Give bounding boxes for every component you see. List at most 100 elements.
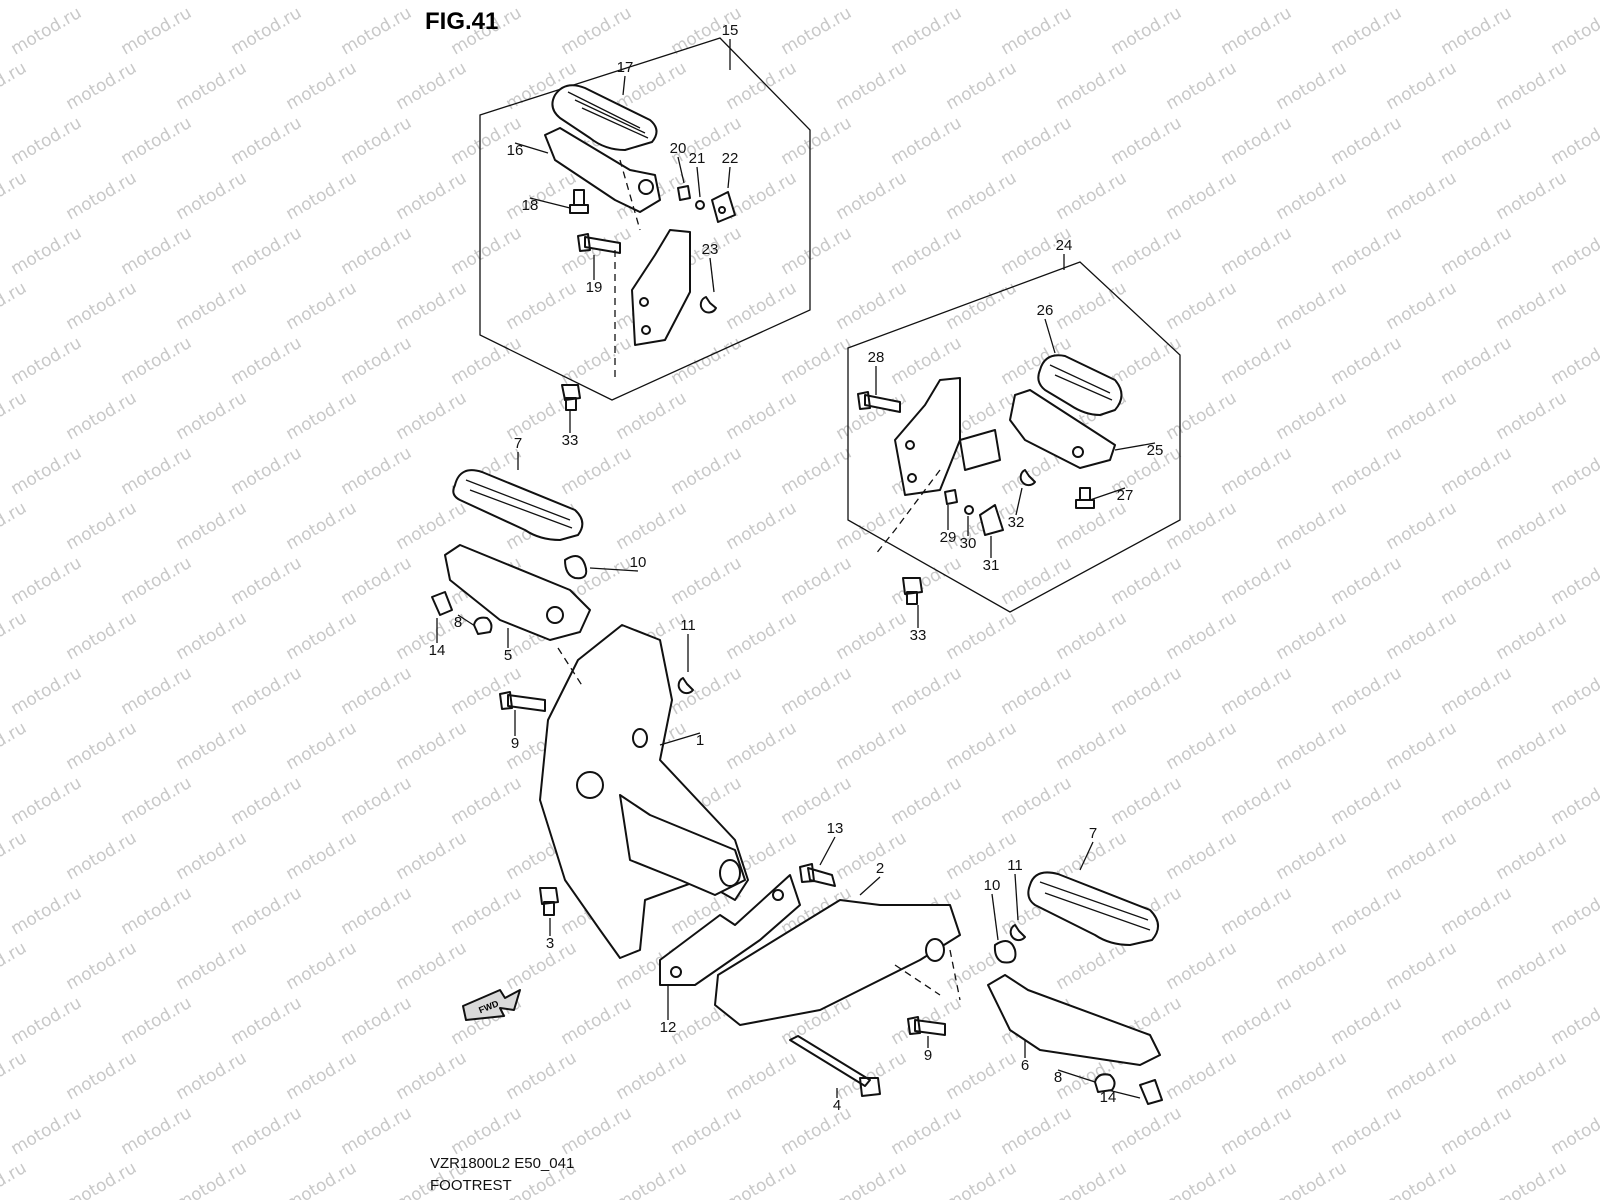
watermark-text: motod.ru <box>1273 718 1351 774</box>
watermark-text: motod.ru <box>338 993 416 1049</box>
watermark-text: motod.ru <box>1163 718 1241 774</box>
watermark-text: motod.ru <box>283 938 361 994</box>
watermark-text: motod.ru <box>283 58 361 114</box>
watermark-text: motod.ru <box>283 388 361 444</box>
watermark-text: motod.ru <box>668 1103 746 1159</box>
callout-c9a: 9 <box>511 710 519 752</box>
watermark-text: motod.ru <box>833 608 911 664</box>
callout-number: 11 <box>680 617 696 634</box>
watermark-text: motod.ru <box>723 1158 801 1200</box>
watermark-text: motod.ru <box>1383 498 1461 554</box>
watermark-text: motod.ru <box>1273 58 1351 114</box>
callout-number: 29 <box>940 529 957 546</box>
watermark-text: motod.ru <box>8 663 86 719</box>
watermark-text: motod.ru <box>283 278 361 334</box>
callout-number: 22 <box>722 150 739 167</box>
watermark-text: motod.ru <box>943 58 1021 114</box>
callout-number: 14 <box>1100 1089 1117 1106</box>
callout-c29: 29 <box>940 505 957 546</box>
callout-c19: 19 <box>586 255 603 296</box>
assembly-15-parts <box>544 84 736 411</box>
leader-line <box>1057 1069 1096 1083</box>
watermark-text: motod.ru <box>1108 333 1186 389</box>
watermark-text: motod.ru <box>723 718 801 774</box>
watermark-text: motod.ru <box>778 333 856 389</box>
callout-number: 25 <box>1147 442 1164 459</box>
spring-10-right <box>993 940 1017 964</box>
watermark-text: motod.ru <box>1438 883 1516 939</box>
callout-number: 28 <box>868 349 885 366</box>
watermark-text: motod.ru <box>63 1048 141 1104</box>
callout-number: 33 <box>910 627 927 644</box>
watermark-text: motod.ru <box>1053 168 1131 224</box>
callout-number: 1 <box>696 732 704 749</box>
assembly-frame-24 <box>847 261 1181 613</box>
watermark-text: motod.ru <box>228 663 306 719</box>
callout-number: 10 <box>984 877 1001 894</box>
watermark-text: motod.ru <box>173 608 251 664</box>
callout-number: 27 <box>1117 487 1134 504</box>
callout-number: 7 <box>514 435 522 452</box>
watermark-text: motod.ru <box>338 333 416 389</box>
callout-number: 11 <box>1007 857 1023 874</box>
watermark-text: motod.ru <box>0 0 30 4</box>
watermark-text: motod.ru <box>1493 278 1571 334</box>
watermark-text: motod.ru <box>1493 828 1571 884</box>
drawing-code: VZR1800L2 E50_041 <box>430 1155 574 1172</box>
callout-c33b: 33 <box>910 605 927 644</box>
watermark-text: motod.ru <box>63 828 141 884</box>
bolt-3 <box>539 887 559 916</box>
watermark-text: motod.ru <box>1328 1103 1406 1159</box>
watermark-text: motod.ru <box>1273 1158 1351 1200</box>
watermark-text: motod.ru <box>1273 498 1351 554</box>
callout-number: 5 <box>504 647 512 664</box>
watermark-text: motod.ru <box>943 608 1021 664</box>
watermark-text: motod.ru <box>338 883 416 939</box>
main-right-parts <box>659 863 1163 1105</box>
watermark-text: motod.ru <box>1493 1048 1571 1104</box>
footrest-rubber-26 <box>1037 354 1123 416</box>
watermark-text: motod.ru <box>1108 113 1186 169</box>
watermark-text: motod.ru <box>393 938 471 994</box>
watermark-text: motod.ru <box>723 58 801 114</box>
watermark-text: motod.ru <box>1218 663 1296 719</box>
watermark-text: motod.ru <box>118 443 196 499</box>
callout-number: 31 <box>983 557 1000 574</box>
watermark-text: motod.ru <box>1383 938 1461 994</box>
callout-number: 33 <box>562 432 579 449</box>
watermark-text: motod.ru <box>943 278 1021 334</box>
bolt-19 <box>577 233 621 254</box>
watermark-text: motod.ru <box>63 938 141 994</box>
watermark-text: motod.ru <box>8 3 86 59</box>
callout-c20: 20 <box>670 140 686 184</box>
watermark-text: motod.ru <box>63 168 141 224</box>
watermark-text: motod.ru <box>1163 828 1241 884</box>
watermark-text: motod.ru <box>503 278 581 334</box>
callout-number: 8 <box>454 614 462 631</box>
leader-line <box>1044 318 1056 354</box>
callout-number: 19 <box>586 279 603 296</box>
watermark-text: motod.ru <box>1548 113 1600 169</box>
footrest-16 <box>544 127 661 213</box>
watermark-text: motod.ru <box>228 333 306 389</box>
watermark-text: motod.ru <box>723 388 801 444</box>
callout-number: 24 <box>1056 237 1073 254</box>
watermark-text: motod.ru <box>63 58 141 114</box>
watermark-text: motod.ru <box>1053 1158 1131 1200</box>
watermark-text: motod.ru <box>338 1103 416 1159</box>
assembly-24-parts <box>857 354 1123 605</box>
watermark-text: motod.ru <box>1383 1158 1461 1200</box>
callout-number: 12 <box>660 1019 677 1036</box>
leader-line <box>529 197 571 209</box>
watermark-text: motod.ru <box>998 773 1076 829</box>
watermark-text: motod.ru <box>668 663 746 719</box>
watermark-text: motod.ru <box>228 1103 306 1159</box>
watermark-text: motod.ru <box>558 223 636 279</box>
watermark-text: motod.ru <box>1053 938 1131 994</box>
watermark-text: motod.ru <box>1548 443 1600 499</box>
watermark-text: motod.ru <box>1493 938 1571 994</box>
plate-31 <box>979 504 1004 536</box>
watermark-text: motod.ru <box>1218 553 1296 609</box>
watermark-text: motod.ru <box>283 1158 361 1200</box>
